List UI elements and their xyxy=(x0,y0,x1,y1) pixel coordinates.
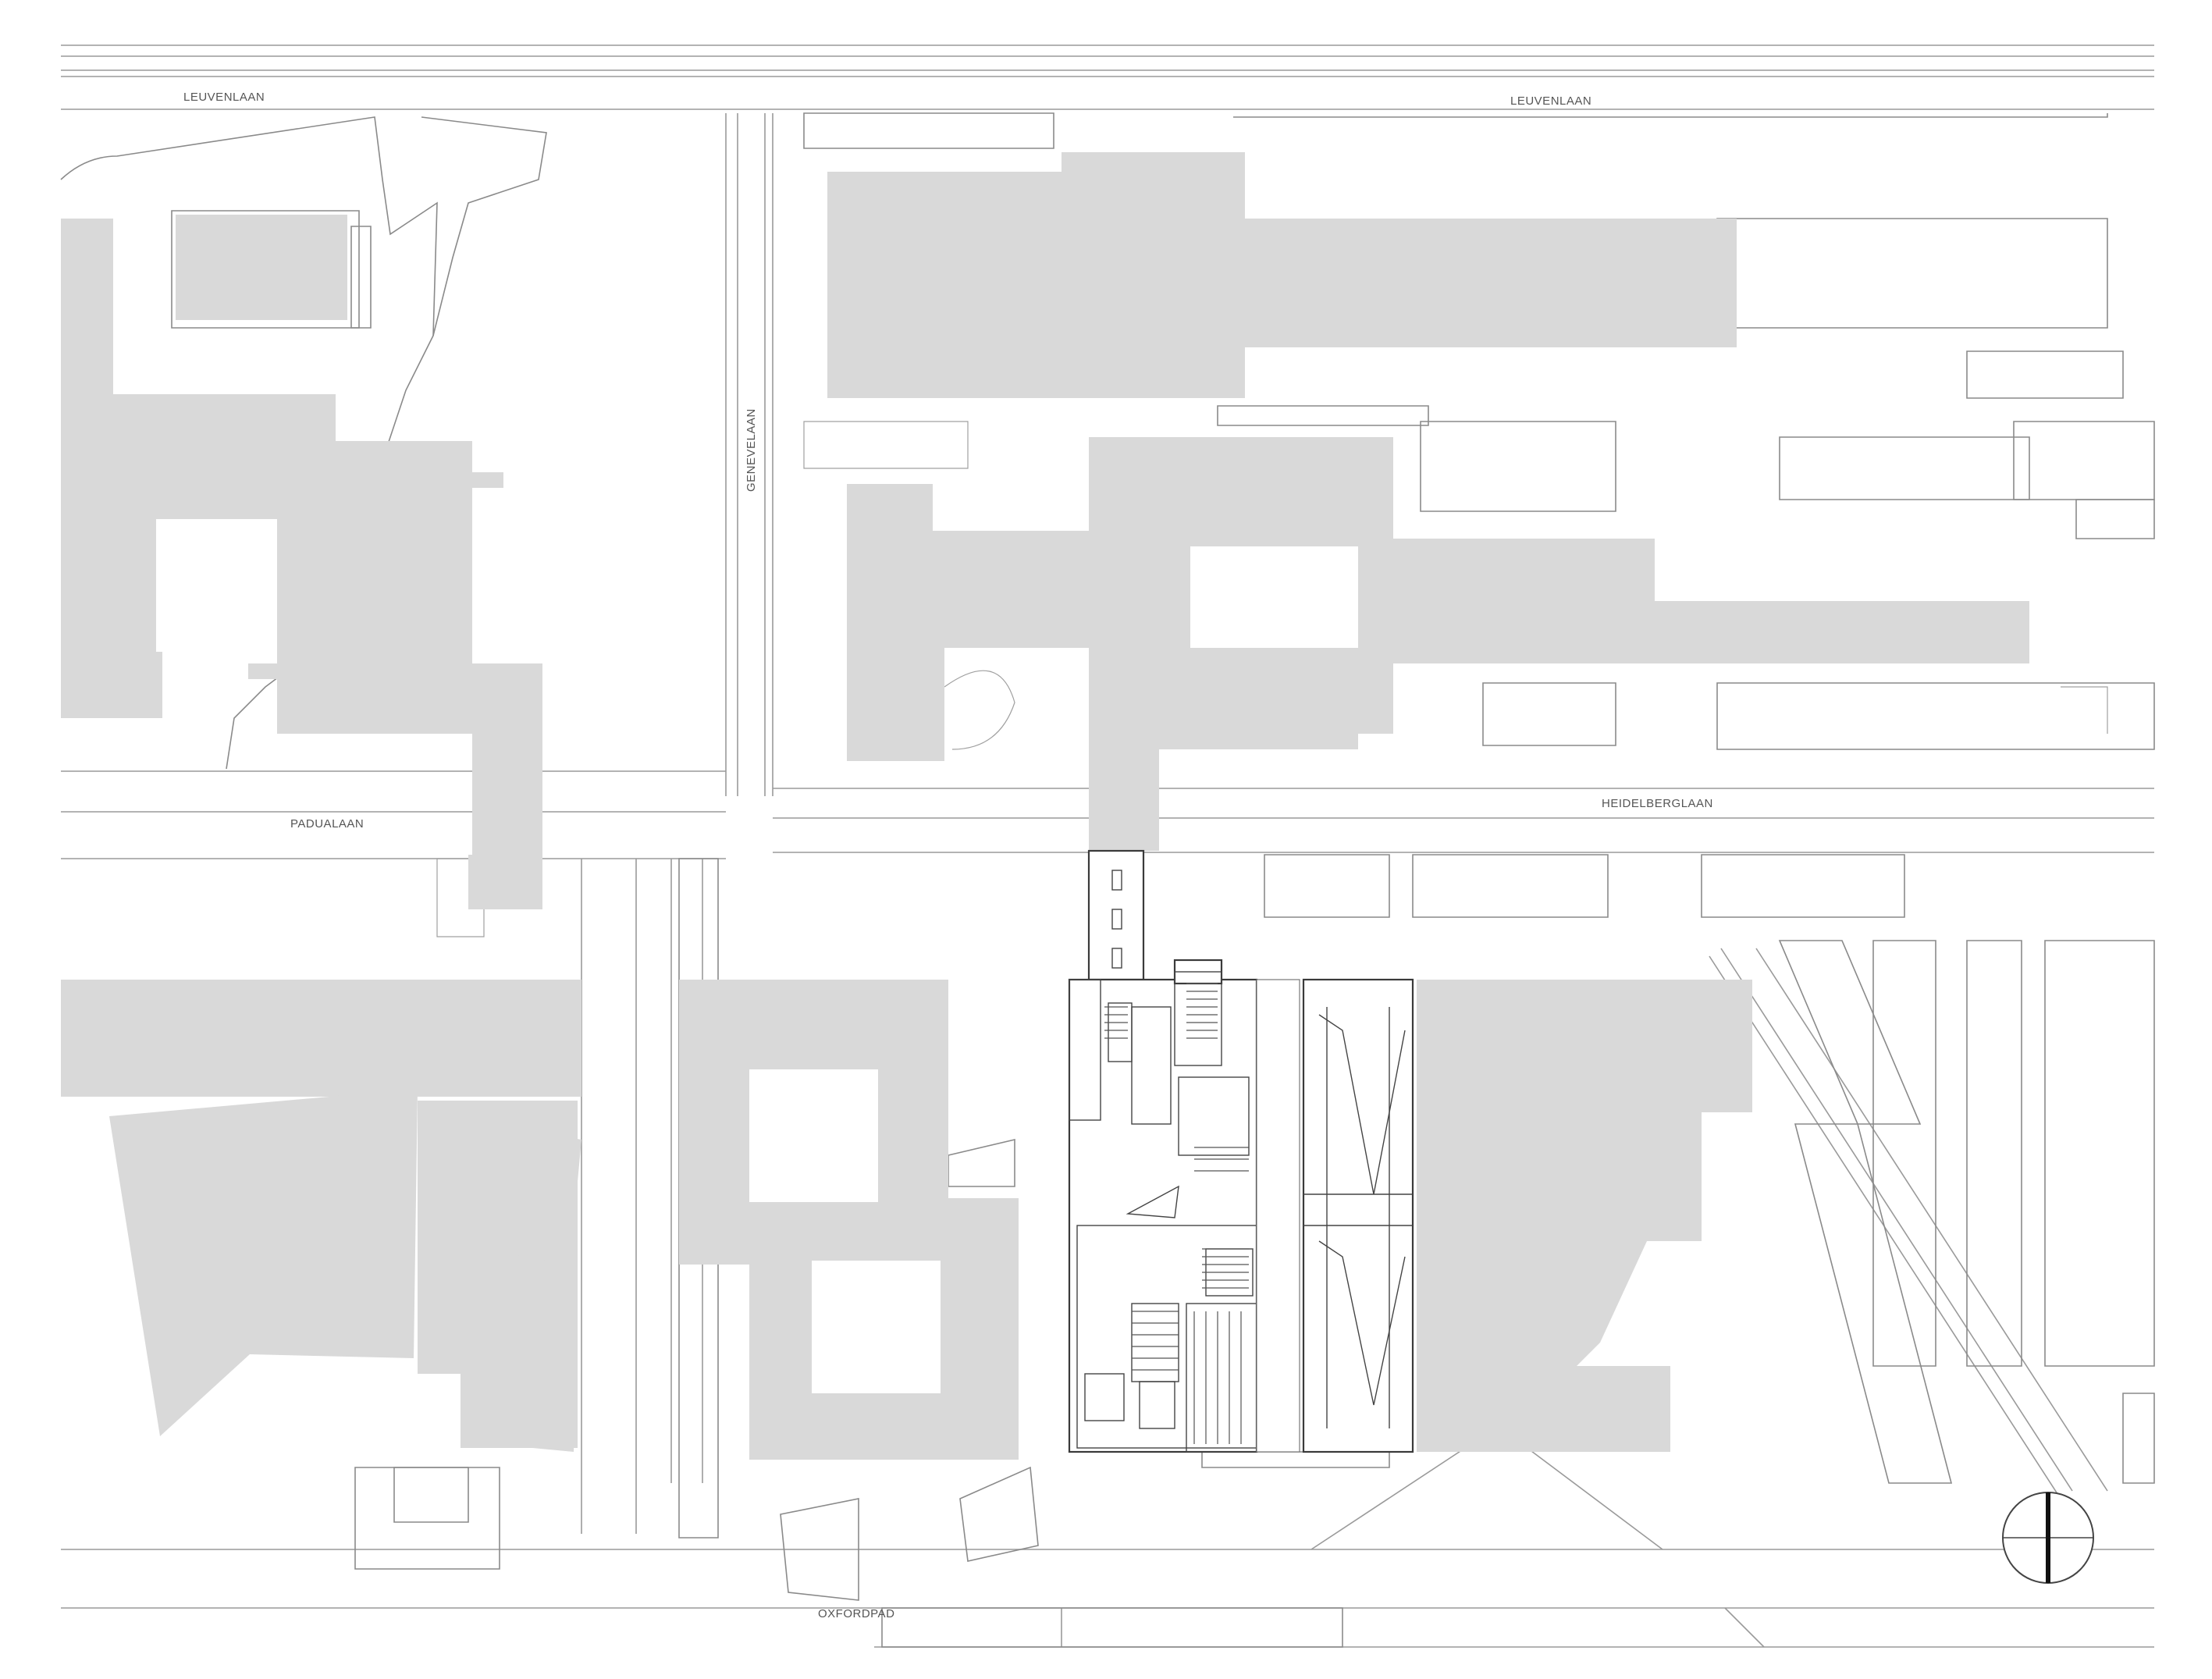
street-label-padualaan: PADUALAAN xyxy=(290,817,364,831)
street-label-leuvenlaan-east: LEUVENLAAN xyxy=(1510,94,1591,108)
street-label-genevelaan: GENEVELAAN xyxy=(745,408,758,492)
street-label-oxfordpad: OXFORDPAD xyxy=(818,1607,894,1620)
street-label-leuvenlaan-west: LEUVENLAAN xyxy=(183,91,265,104)
street-labels: LEUVENLAAN LEUVENLAAN GENEVELAAN PADUALA… xyxy=(183,91,1713,1620)
street-label-heidelberglaan: HEIDELBERGLAAN xyxy=(1602,797,1713,810)
courtyards xyxy=(749,546,1358,1393)
highway-lines xyxy=(61,44,2154,110)
road-network xyxy=(61,113,2154,1648)
floor-plan xyxy=(1068,849,1414,1453)
compass-north-arrow-icon xyxy=(2002,1492,2094,1584)
seating-hatch xyxy=(1104,983,1249,1444)
buildings xyxy=(61,152,2029,1460)
